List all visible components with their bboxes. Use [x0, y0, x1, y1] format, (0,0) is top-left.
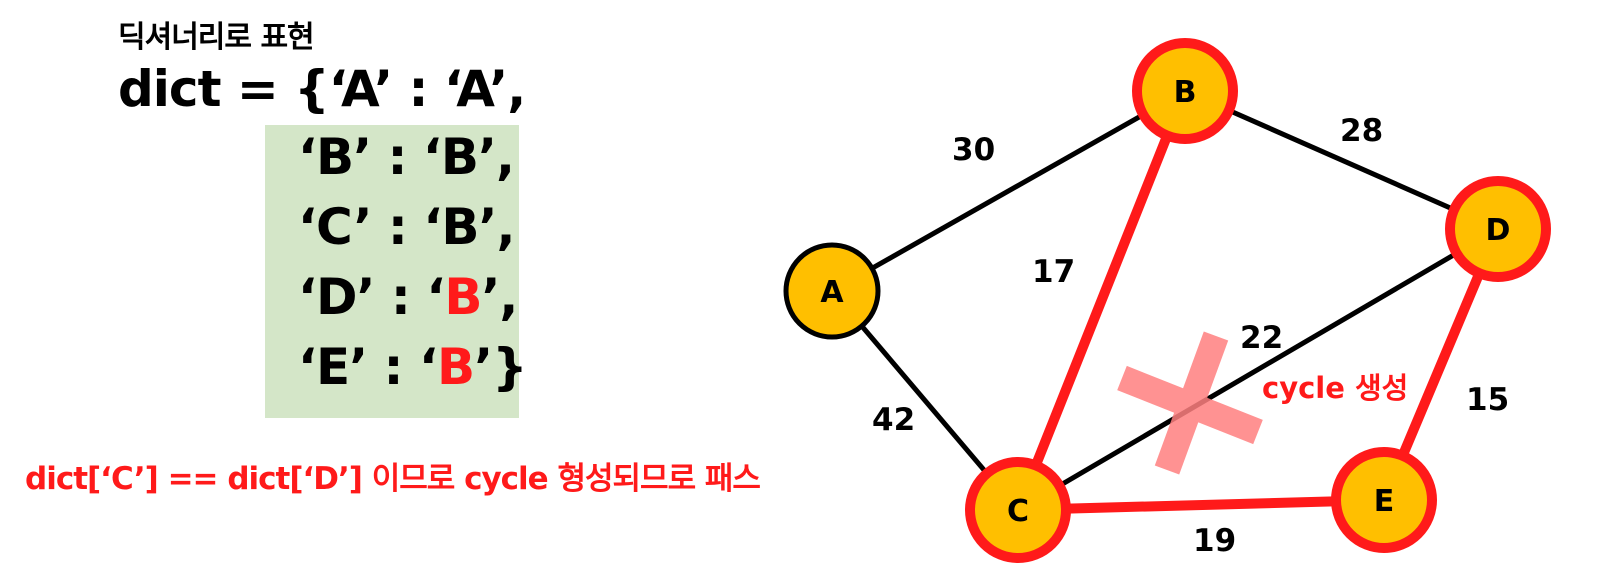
node-d-circle [1445, 176, 1551, 282]
node-b: B [1132, 38, 1238, 144]
node-e-circle [1331, 447, 1437, 553]
dict-entry-c: ‘C’ : ‘B’, [298, 198, 515, 256]
entry-close: ’} [474, 338, 528, 396]
entry-close: ’, [478, 128, 515, 186]
edge-a-b [830, 88, 1187, 294]
node-d: D [1445, 176, 1551, 282]
node-e: E [1331, 447, 1437, 553]
node-d-label: D [1486, 213, 1511, 248]
entry-key: ‘D’ : [298, 268, 427, 326]
cross-stroke-2 [1154, 331, 1229, 475]
edge-b-d [1183, 88, 1500, 232]
edge-c-d [1016, 226, 1500, 513]
diagram-caption: 딕셔너리로 표현 [118, 20, 315, 55]
node-a-label: A [820, 275, 844, 310]
entry-close: ’, [481, 268, 518, 326]
dict-entry-e: ‘E’ : ‘B’} [298, 338, 528, 396]
entry-open-quote: ‘ [418, 338, 438, 396]
entry-open-quote: ‘ [422, 128, 442, 186]
entry-value-highlighted: B [436, 338, 475, 396]
entry-value: B [440, 128, 479, 186]
node-b-label: B [1174, 75, 1197, 110]
node-c-circle [965, 457, 1071, 563]
dict-entry-d: ‘D’ : ‘B’, [298, 268, 518, 326]
edge-weights: 30 28 17 22 42 15 19 [872, 113, 1509, 559]
cycle-label: cycle 생성 [1262, 371, 1408, 405]
cycle-cross-mark [1117, 331, 1263, 475]
node-c-label: C [1007, 494, 1029, 529]
entry-open-quote: ‘ [426, 268, 445, 326]
weight-c-d: 22 [1240, 320, 1283, 356]
weight-c-e: 19 [1193, 523, 1236, 559]
node-e-label: E [1374, 484, 1395, 519]
dict-first-line: dict = {‘A’ : ‘A’, [118, 60, 526, 118]
weight-a-b: 30 [952, 132, 995, 168]
edges-layer [830, 88, 1503, 515]
weight-b-d: 28 [1340, 113, 1383, 149]
node-a: A [783, 242, 881, 340]
cycle-note: dict[‘C’] == dict[‘D’] 이므로 cycle 형성되므로 패… [25, 461, 761, 497]
node-b-circle [1132, 38, 1238, 144]
entry-open-quote: ‘ [423, 198, 442, 256]
node-c: C [965, 457, 1071, 563]
entry-key: ‘B’ : [298, 128, 423, 186]
edge-c-e [1017, 495, 1385, 515]
weight-a-c: 42 [872, 402, 915, 438]
entry-key: ‘E’ : [298, 338, 419, 396]
nodes-layer: A B C D E [783, 38, 1551, 563]
entry-key: ‘C’ : [298, 198, 424, 256]
weight-b-c: 17 [1032, 254, 1075, 290]
entry-close: ’, [478, 198, 515, 256]
weight-d-e: 15 [1466, 382, 1509, 418]
entry-value-highlighted: B [444, 268, 482, 326]
edge-b-c [1013, 89, 1190, 512]
dict-entry-b: ‘B’ : ‘B’, [298, 128, 515, 186]
entry-value: B [441, 198, 479, 256]
dict-highlight-box [265, 125, 519, 418]
node-a-circle [783, 242, 881, 340]
